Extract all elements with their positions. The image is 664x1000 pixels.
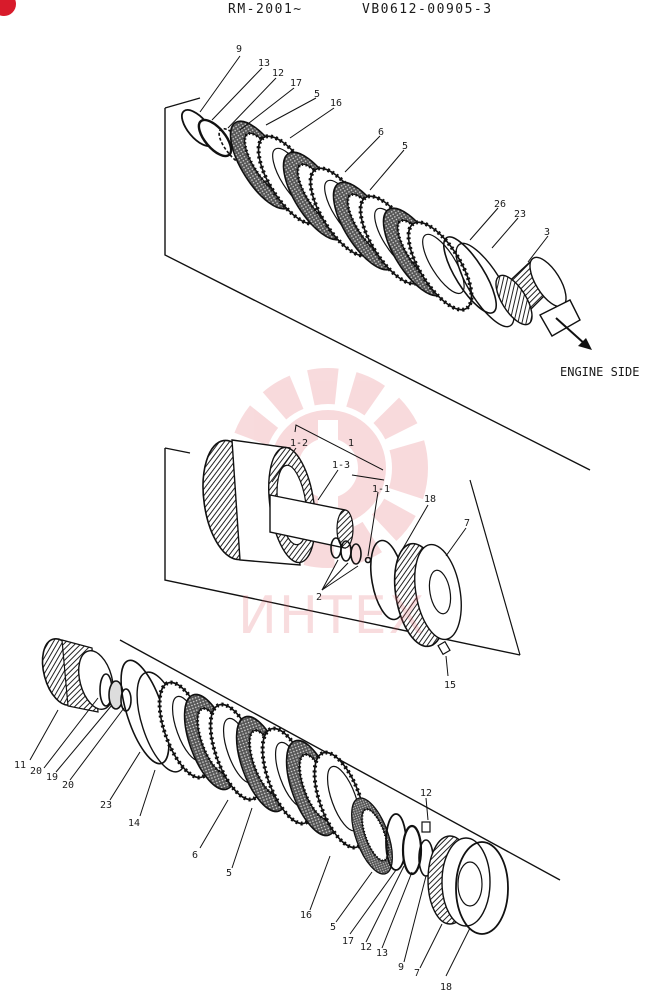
- callout-12-upper: 12: [272, 68, 284, 79]
- callout-17-upper: 17: [290, 78, 302, 89]
- spring-12-lower: [421, 821, 431, 833]
- callout-6-upper: 6: [378, 127, 384, 138]
- seal-rings-2: [330, 537, 372, 565]
- callout-26-upper: 26: [494, 199, 506, 210]
- callout-19-lower: 19: [46, 772, 58, 783]
- upper-frame-lines: [164, 108, 591, 471]
- callout-15-middle: 15: [444, 680, 456, 691]
- upper-clutch-assembly: 9 13 12 17 5 16 6 5 26 23 3 ENGINE SIDE: [164, 44, 639, 471]
- bolt-15: [437, 640, 451, 656]
- callout-16-upper: 16: [330, 98, 342, 109]
- clutch-drum-1: [202, 439, 354, 566]
- retainer-13-lower: [401, 824, 423, 876]
- callout-6-lower: 6: [192, 850, 198, 861]
- engine-side-arrow-icon: [555, 317, 592, 350]
- piston-7-lower: [427, 835, 491, 927]
- callout-2-middle: 2: [316, 592, 322, 603]
- callout-5b-upper: 5: [402, 141, 408, 152]
- callout-11-lower: 11: [14, 760, 26, 771]
- callout-12b-lower: 12: [360, 942, 372, 953]
- catalog-code-label: VB0612-00905-3: [362, 2, 493, 17]
- lower-clutch-assembly: 11 20 19 20 23 14 6 5 16 12 5 17 12 13 9…: [14, 638, 561, 993]
- callout-23-upper: 23: [514, 209, 526, 220]
- callout-17-lower: 17: [342, 936, 354, 947]
- middle-frame-lines: [164, 448, 521, 656]
- middle-drum-assembly: 1 1-2 1-3 1-1 18 7 2 15: [164, 424, 521, 691]
- callout-1-middle: 1: [348, 438, 354, 449]
- callout-9-lower: 9: [398, 962, 404, 973]
- callout-5a-upper: 5: [314, 89, 320, 100]
- callout-16-lower: 16: [300, 910, 312, 921]
- snap-ring-18-lower: [455, 841, 509, 935]
- gear-11: [41, 638, 114, 713]
- snap-ring-26: [443, 236, 497, 314]
- callout-5a-lower: 5: [226, 868, 232, 879]
- callout-20a-lower: 20: [30, 766, 42, 777]
- piston-7: [393, 542, 462, 648]
- callout-1-2-middle: 1-2: [290, 438, 308, 449]
- callout-18-lower: 18: [440, 982, 452, 993]
- model-range-label: RM-2001~: [228, 2, 303, 17]
- clutch-hub-3: [495, 256, 581, 337]
- callout-18-middle: 18: [424, 494, 436, 505]
- callout-12a-lower: 12: [420, 788, 432, 799]
- callout-14-lower: 14: [128, 818, 140, 829]
- callout-7-lower: 7: [414, 968, 420, 979]
- callout-13-upper: 13: [258, 58, 270, 69]
- callout-7-middle: 7: [464, 518, 470, 529]
- callout-20b-lower: 20: [62, 780, 74, 791]
- retainer-13: [197, 118, 233, 158]
- corner-badge-icon: [0, 0, 16, 16]
- callout-13-lower: 13: [376, 948, 388, 959]
- callout-3-upper: 3: [544, 227, 550, 238]
- callout-1-1-middle: 1-1: [372, 484, 390, 495]
- callout-23-lower: 23: [100, 800, 112, 811]
- callout-5b-lower: 5: [330, 922, 336, 933]
- engine-side-label: ENGINE SIDE: [560, 365, 639, 379]
- callout-1-3-middle: 1-3: [332, 460, 350, 471]
- callout-9-upper: 9: [236, 44, 242, 55]
